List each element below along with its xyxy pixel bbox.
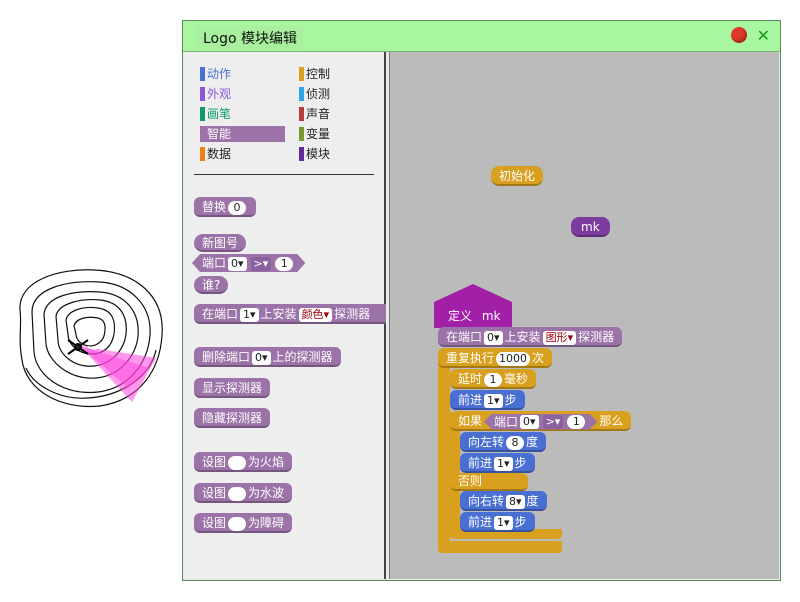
category-sound[interactable]: 声音 [299,106,330,122]
category-label: 侦测 [306,87,331,101]
wait-value[interactable]: 1 [484,372,503,387]
steps-dropdown[interactable]: 1▾ [494,515,513,530]
title-bar[interactable]: Logo 模块编辑 ✕ [183,21,780,52]
replace-value[interactable]: 0 [228,200,247,215]
operator-dropdown[interactable]: >▾ [543,415,564,429]
category-label: 画笔 [207,107,232,121]
category-label: 变量 [306,127,331,141]
category-data[interactable]: 数据 [200,146,231,162]
if-foot [450,529,562,539]
category-control[interactable]: 控制 [299,66,330,82]
category-label: 智能 [207,127,232,141]
sprite-input[interactable] [228,516,247,531]
contour-rings [19,269,163,408]
who-block[interactable]: 谁? [194,276,229,294]
sensor-type-dropdown[interactable]: 图形▾ [542,330,577,345]
port-dropdown[interactable]: 0▾ [252,350,271,365]
set-fire-block[interactable]: 设图 为火焰 [194,452,293,472]
palette-divider [194,174,374,175]
close-circle-icon[interactable] [731,27,747,43]
category-variables[interactable]: 变量 [299,126,330,142]
sprite-input[interactable] [228,486,247,501]
port-dropdown[interactable]: 0▾ [520,415,539,429]
mk-block[interactable]: mk [571,217,610,237]
module-editor-window: Logo 模块编辑 ✕ 动作 外观 画笔 智能 数据 控制 [182,20,781,581]
else-block[interactable]: 否则 [450,473,528,491]
category-label: 控制 [306,67,331,81]
steps-dropdown[interactable]: 1▾ [494,456,513,471]
sprite-input[interactable] [228,455,247,470]
operator-dropdown[interactable]: >▾ [251,257,272,271]
window-title: Logo 模块编辑 [197,26,304,50]
repeat-arm [438,349,450,553]
repeat-count[interactable]: 1000 [496,351,531,366]
category-label: 声音 [306,107,331,121]
repeat-foot [438,541,562,553]
define-hat-shape [434,284,512,328]
set-obstacle-block[interactable]: 设图 为障碍 [194,513,293,533]
category-label: 动作 [207,67,232,81]
category-looks[interactable]: 外观 [200,86,231,102]
category-label: 外观 [207,87,232,101]
robot-sprite-icon [67,339,97,355]
new-id-block[interactable]: 新图号 [194,234,247,252]
category-modules[interactable]: 模块 [299,146,330,162]
category-label: 模块 [306,147,331,161]
port-dropdown[interactable]: 0▾ [484,330,503,345]
degrees-dropdown[interactable]: 8▾ [506,494,525,509]
compare-value[interactable]: 1 [275,257,293,271]
port-dropdown[interactable]: 1▾ [240,307,259,322]
category-motion[interactable]: 动作 [200,66,231,82]
degrees-value[interactable]: 8 [506,435,525,450]
category-pen[interactable]: 画笔 [200,106,231,122]
stage-canvas [19,269,163,408]
hide-sensor-block[interactable]: 隐藏探测器 [194,408,271,428]
category-smart[interactable]: 智能 [200,126,285,142]
port-dropdown[interactable]: 0▾ [228,257,247,271]
block-palette: 动作 外观 画笔 智能 数据 控制 侦测 声音 [184,52,386,579]
init-block[interactable]: 初始化 [491,166,544,186]
close-x-icon[interactable]: ✕ [756,26,770,45]
steps-dropdown[interactable]: 1▾ [484,393,503,408]
show-sensor-block[interactable]: 显示探测器 [194,378,271,398]
set-water-block[interactable]: 设图 为水波 [194,483,293,503]
category-label: 数据 [207,147,232,161]
compare-value[interactable]: 1 [567,415,585,429]
define-block[interactable]: 定义 mk [448,309,501,323]
sensor-type-dropdown[interactable]: 颜色▾ [298,307,333,322]
category-sensing[interactable]: 侦测 [299,86,330,102]
